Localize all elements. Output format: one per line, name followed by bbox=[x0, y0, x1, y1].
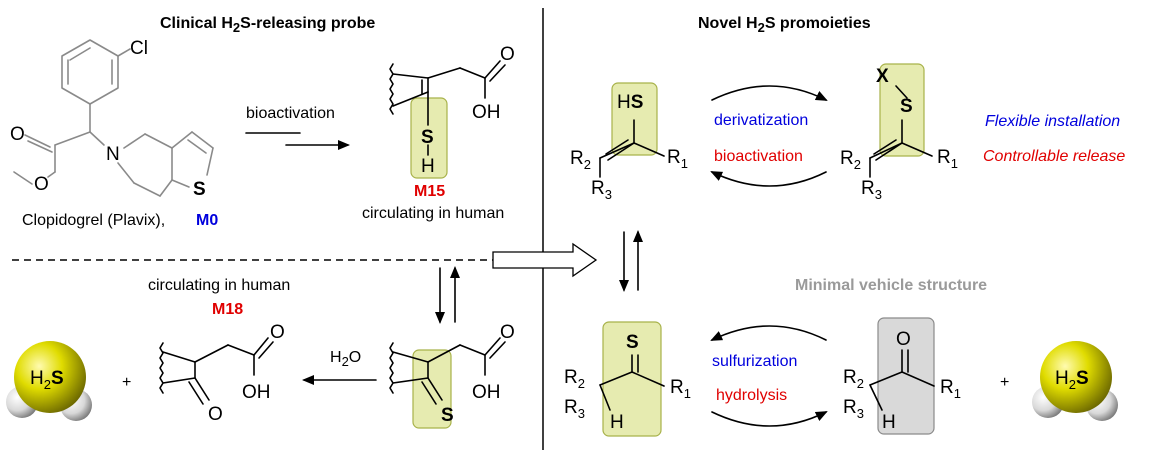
atom-s-thiophene: S bbox=[193, 179, 206, 200]
flexible-label: Flexible installation bbox=[985, 113, 1120, 130]
derivatization-arrow bbox=[711, 85, 828, 101]
thioketone-r1: R1 bbox=[670, 377, 691, 401]
bioactivation-left-label: bioactivation bbox=[246, 105, 335, 122]
protected-r1: R1 bbox=[937, 147, 958, 171]
atom-o-carbonyl: O bbox=[10, 124, 25, 145]
atom-n: N bbox=[106, 144, 120, 165]
thioketone-structure bbox=[599, 354, 665, 411]
m18-label: M18 bbox=[212, 301, 243, 318]
bioactivation-right-arrow bbox=[710, 171, 827, 187]
protected-structure bbox=[869, 85, 933, 178]
m15-structure bbox=[389, 60, 506, 156]
ketone-r1: R1 bbox=[940, 377, 961, 401]
thioketone-h: H bbox=[610, 412, 624, 433]
header-minimal: Minimal vehicle structure bbox=[795, 277, 987, 294]
m18-atom-o-acid: O bbox=[270, 322, 285, 343]
m15-atom-o: O bbox=[500, 44, 515, 65]
enethiol-r1: R1 bbox=[667, 147, 688, 171]
ketone-h: H bbox=[882, 412, 896, 433]
m15-atom-oh: OH bbox=[472, 102, 501, 123]
sulfurization-label: sulfurization bbox=[712, 353, 797, 370]
enethiol-r3: R3 bbox=[591, 178, 612, 202]
thioketone-r2: R2 bbox=[564, 367, 585, 391]
m18-structure bbox=[159, 337, 274, 405]
enethiol-structure bbox=[599, 119, 665, 178]
m15-highlight bbox=[410, 97, 448, 179]
thione-atom-s: S bbox=[441, 405, 454, 426]
ketone-o: O bbox=[896, 329, 911, 350]
plus-left: + bbox=[122, 374, 131, 391]
m15-atom-s: S bbox=[421, 127, 434, 148]
protected-s: S bbox=[900, 96, 913, 117]
enethiol-highlight bbox=[611, 82, 658, 156]
ketone-r3: R3 bbox=[843, 397, 864, 421]
sulfurization-arrow bbox=[710, 325, 827, 341]
thioketone-s: S bbox=[626, 332, 639, 353]
thione-atom-oh: OH bbox=[472, 382, 501, 403]
hydrolysis-arrow bbox=[711, 411, 828, 427]
hollow-arrow bbox=[492, 242, 598, 278]
h2s-left-label: H2S bbox=[30, 368, 64, 392]
atom-o-ester: O bbox=[34, 174, 49, 195]
h2s-right-label: H2S bbox=[1055, 368, 1089, 392]
h2s-sphere-right bbox=[1032, 341, 1118, 421]
clopidogrel-label: Clopidogrel (Plavix), bbox=[22, 212, 165, 229]
enethiol-hs: HS bbox=[617, 92, 643, 113]
plus-right: + bbox=[1000, 374, 1009, 391]
atom-cl: Cl bbox=[130, 38, 148, 59]
controllable-label: Controllable release bbox=[983, 148, 1125, 165]
m18-atom-o-ketone: O bbox=[208, 404, 223, 425]
m0-label: M0 bbox=[196, 212, 218, 229]
thione-highlight bbox=[412, 349, 452, 429]
h2o-label: H2O bbox=[330, 349, 361, 369]
thioketone-r3: R3 bbox=[564, 397, 585, 421]
h2s-sphere-left bbox=[6, 341, 92, 421]
m18-atom-oh: OH bbox=[242, 382, 271, 403]
protected-x: X bbox=[876, 66, 889, 87]
m15-label: M15 bbox=[414, 183, 445, 200]
m18-note: circulating in human bbox=[148, 277, 290, 294]
bioactivation-right-label: bioactivation bbox=[714, 148, 803, 165]
m15-atom-h: H bbox=[421, 156, 435, 177]
protected-highlight bbox=[879, 63, 925, 157]
thione-structure bbox=[389, 337, 506, 405]
m15-note: circulating in human bbox=[362, 205, 504, 222]
ketone-r2: R2 bbox=[843, 367, 864, 391]
hydrolysis-label: hydrolysis bbox=[716, 387, 787, 404]
header-right: Novel H2S promoieties bbox=[698, 15, 871, 35]
protected-r2: R2 bbox=[840, 148, 861, 172]
ketone-structure bbox=[869, 349, 935, 411]
protected-r3: R3 bbox=[861, 178, 882, 202]
ketone-highlight bbox=[877, 317, 935, 435]
enethiol-r2: R2 bbox=[570, 148, 591, 172]
thione-atom-o: O bbox=[500, 322, 515, 343]
derivatization-label: derivatization bbox=[714, 112, 808, 129]
thioketone-highlight bbox=[602, 321, 662, 437]
header-left: Clinical H2S-releasing probe bbox=[160, 15, 375, 35]
clopidogrel-structure bbox=[13, 39, 214, 197]
